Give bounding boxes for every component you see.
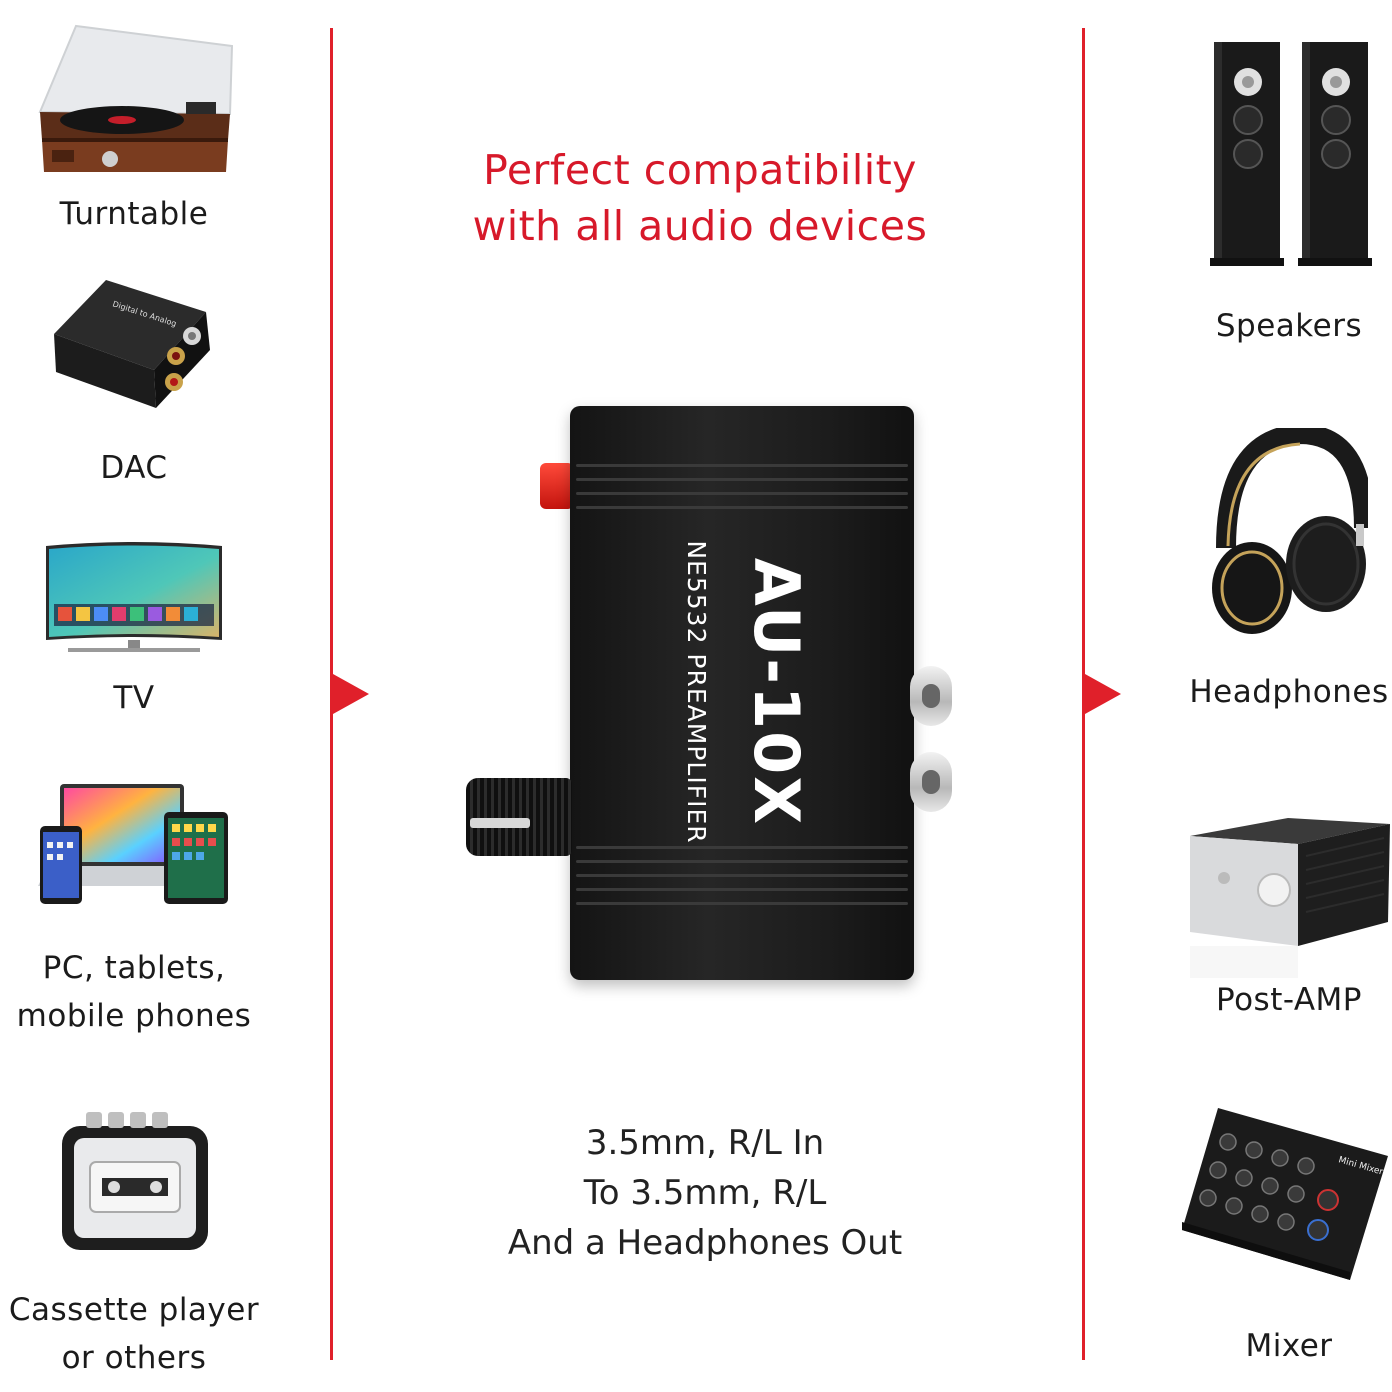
speakers-icon bbox=[1210, 42, 1372, 266]
right-arrow-icon bbox=[1085, 674, 1121, 714]
io-description-line1: 3.5mm, R/L In bbox=[585, 1123, 825, 1163]
devices-icon bbox=[38, 784, 228, 904]
headline-line1: Perfect compatibility bbox=[483, 146, 917, 194]
source-label-cassette-line2: or others bbox=[61, 1340, 207, 1377]
source-label-tv: TV bbox=[113, 680, 155, 716]
tv-icon bbox=[46, 542, 222, 652]
device-subtitle: NE5532 PREAMPLIFIER bbox=[682, 540, 711, 844]
source-label-devices: PC, tablets, mobile phones bbox=[0, 944, 268, 1040]
source-label-dac: DAC bbox=[100, 450, 168, 486]
headphones-icon bbox=[1212, 428, 1368, 634]
mixer-icon: Mini Mixer bbox=[1182, 1108, 1388, 1280]
dac-icon: Digital to Analog bbox=[54, 280, 210, 408]
output-label-speakers: Speakers bbox=[1215, 308, 1363, 344]
turntable-icon bbox=[38, 24, 234, 172]
left-divider bbox=[330, 28, 333, 1360]
headline-line2: with all audio devices bbox=[472, 202, 928, 250]
source-label-cassette-line1: Cassette player bbox=[8, 1292, 260, 1328]
rca-jack-icon bbox=[910, 666, 952, 726]
source-label-cassette: Cassette player or others bbox=[0, 1286, 268, 1382]
output-label-mixer: Mixer bbox=[1245, 1328, 1333, 1364]
output-label-post-amp: Post-AMP bbox=[1215, 982, 1362, 1018]
output-label-headphones: Headphones bbox=[1189, 674, 1389, 710]
rca-jack-icon bbox=[910, 752, 952, 812]
source-label-devices-line2: mobile phones bbox=[16, 998, 252, 1035]
io-description: 3.5mm, R/L In To 3.5mm, R/L And a Headph… bbox=[440, 1118, 970, 1268]
right-arrow-icon bbox=[333, 674, 369, 714]
device-model: AU-10X bbox=[740, 557, 813, 827]
source-label-devices-line1: PC, tablets, bbox=[42, 950, 226, 986]
right-divider bbox=[1082, 28, 1085, 1360]
io-description-line3: And a Headphones Out bbox=[507, 1223, 903, 1263]
source-label-turntable: Turntable bbox=[59, 196, 209, 232]
volume-knob-icon bbox=[466, 778, 572, 856]
headline: Perfect compatibility with all audio dev… bbox=[400, 142, 1000, 254]
power-led-icon bbox=[540, 463, 572, 509]
cassette-icon bbox=[62, 1112, 208, 1250]
amplifier-icon bbox=[1190, 818, 1390, 978]
preamplifier-device bbox=[570, 406, 914, 980]
io-description-line2: To 3.5mm, R/L bbox=[583, 1173, 827, 1213]
